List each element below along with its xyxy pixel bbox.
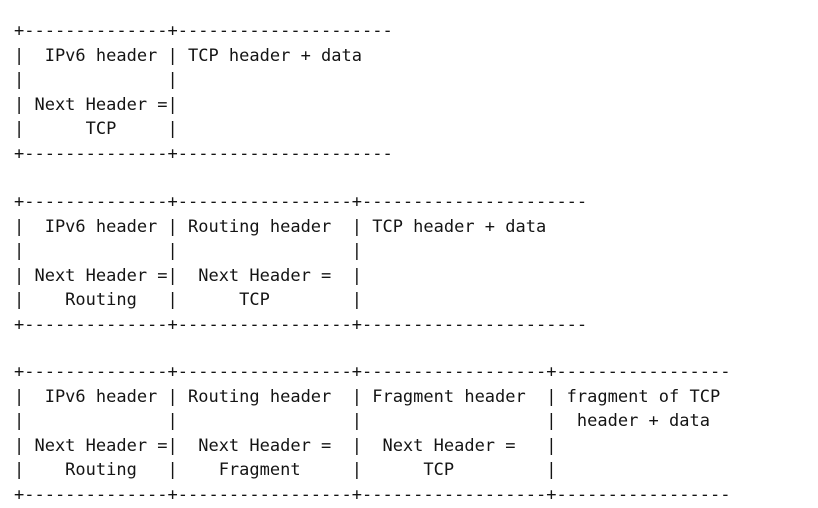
figure-1-bottom-border: +--------------+--------------------- [14,143,393,164]
figure-1-blank-row: | | [14,70,178,91]
figure-3-top-border: +--------------+-----------------+------… [14,362,731,382]
figure-1-title-row: | IPv6 header | TCP header + data [14,45,362,66]
figure-3-bottom-border: +--------------+-----------------+------… [14,484,731,505]
figure-2-next-header-label-row: | Next Header =| Next Header = | [14,265,362,286]
figure-3-next-header-value-row: | Routing | Fragment | TCP | [14,460,557,481]
figure-ipv6-routing-fragment-tcp: +--------------+-----------------+------… [14,360,730,508]
figure-3-next-header-label-row: | Next Header =| Next Header = | Next He… [14,435,557,456]
figure-2-title-row: | IPv6 header | Routing header | TCP hea… [14,216,547,237]
figure-1-next-header-label-row: | Next Header =| [14,94,178,115]
figure-ipv6-routing-tcp: +--------------+-----------------+------… [14,190,587,338]
figure-1-next-header-value-row: | TCP | [14,119,178,140]
figure-3-payload-second-line-row: | | | | header + data [14,411,710,432]
figure-2-next-header-value-row: | Routing | TCP | [14,290,362,311]
figure-3-title-row: | IPv6 header | Routing header | Fragmen… [14,386,721,407]
figure-1-top-border: +--------------+--------------------- [14,21,393,41]
figure-2-top-border: +--------------+-----------------+------… [14,192,588,212]
figure-2-bottom-border: +--------------+-----------------+------… [14,314,588,335]
figure-ipv6-tcp-no-extension-headers: +--------------+--------------------- | I… [14,19,393,167]
figure-2-blank-row: | | | [14,241,362,262]
